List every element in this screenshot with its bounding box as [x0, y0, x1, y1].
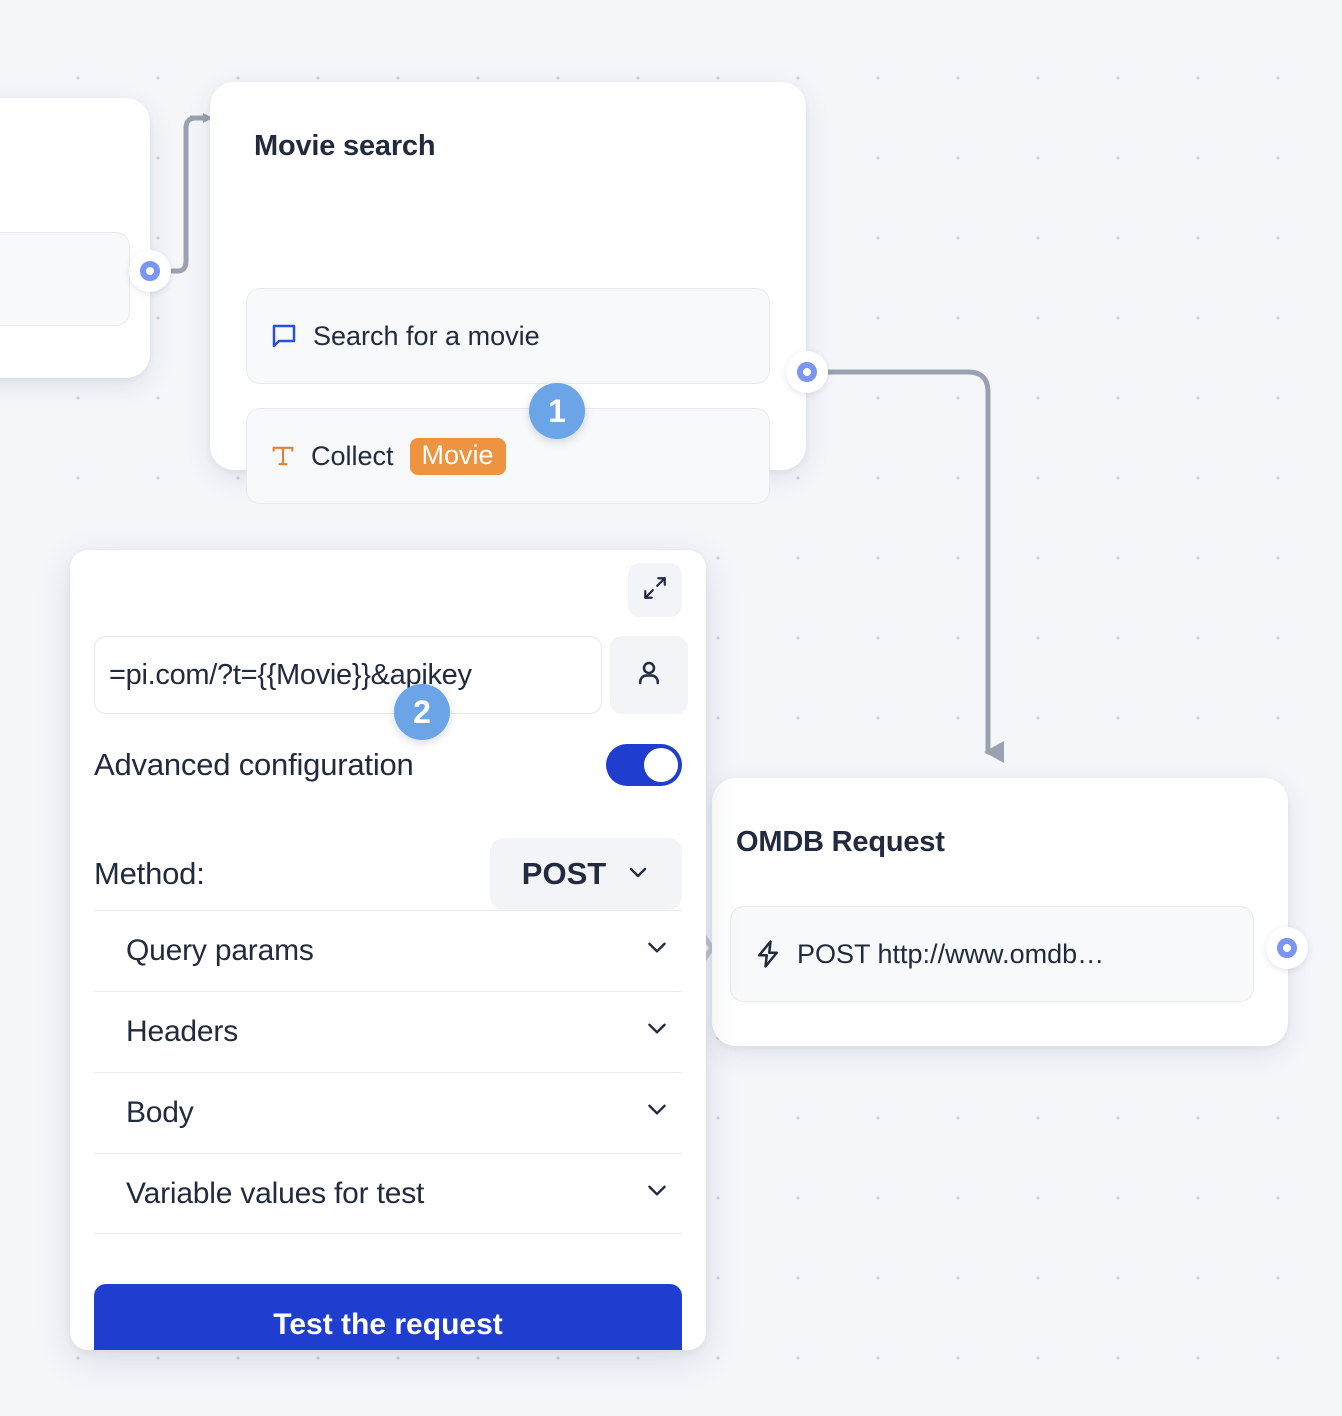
section-label: Headers: [126, 1015, 238, 1048]
advanced-configuration-row[interactable]: Advanced configuration: [94, 744, 682, 786]
previous-node-card[interactable]: [0, 98, 150, 378]
request-config-panel[interactable]: Advanced configuration Method: POST Quer…: [70, 550, 706, 1350]
variable-chip-movie[interactable]: Movie: [409, 437, 506, 475]
section-label: Body: [126, 1096, 194, 1129]
test-the-request-button[interactable]: Test the request: [94, 1284, 682, 1350]
method-select[interactable]: POST: [490, 838, 682, 910]
connector-dot-omdb-output[interactable]: [1266, 927, 1308, 969]
slot-collect-movie[interactable]: Collect Movie: [246, 408, 770, 504]
chevron-down-icon: [644, 1096, 670, 1130]
step-badge-2: 2: [394, 684, 450, 740]
expand-diagonal-icon: [642, 575, 668, 606]
section-query-params[interactable]: Query params: [94, 910, 682, 991]
method-value: POST: [521, 856, 607, 891]
slot-collect-label: Collect: [311, 440, 394, 471]
slot-omdb-post-request[interactable]: POST http://www.omdb…: [730, 906, 1254, 1002]
section-label: Variable values for test: [126, 1176, 425, 1210]
previous-node-slot[interactable]: [0, 232, 130, 326]
edge-movie-to-omdb: [825, 369, 1004, 763]
method-row: Method: POST: [94, 838, 682, 910]
movie-search-title: Movie search: [254, 130, 436, 162]
section-variable-values-for-test[interactable]: Variable values for test: [94, 1153, 682, 1234]
config-sections-accordion: Query params Headers Body: [94, 910, 682, 1234]
toggle-knob: [644, 748, 678, 782]
slot-search-for-a-movie[interactable]: Search for a movie: [246, 288, 770, 384]
slot-search-label: Search for a movie: [313, 320, 540, 351]
auth-user-button[interactable]: [610, 636, 688, 714]
url-row[interactable]: [94, 636, 688, 714]
expand-panel-button[interactable]: [628, 563, 682, 617]
chevron-down-icon: [644, 1177, 670, 1211]
lightning-bolt-icon: [753, 939, 783, 969]
step-badge-1: 1: [529, 383, 585, 439]
advanced-configuration-label: Advanced configuration: [94, 747, 414, 782]
omdb-request-title: OMDB Request: [736, 826, 945, 858]
text-variable-icon: [269, 442, 297, 470]
movie-search-node[interactable]: Movie search Search for a movie Collect: [210, 82, 806, 504]
section-headers[interactable]: Headers: [94, 991, 682, 1072]
advanced-configuration-toggle[interactable]: [606, 744, 682, 786]
method-label: Method:: [94, 856, 205, 891]
omdb-request-node[interactable]: OMDB Request POST http://www.omdb…: [712, 778, 1288, 1046]
section-body[interactable]: Body: [94, 1072, 682, 1153]
chevron-down-icon: [644, 934, 670, 968]
edge-prev-to-movie: [169, 115, 203, 274]
section-label: Query params: [126, 934, 314, 967]
connector-dot-movie-output[interactable]: [786, 351, 828, 393]
request-url-input[interactable]: [94, 636, 602, 714]
chevron-down-icon: [644, 1015, 670, 1049]
chevron-down-icon: [626, 856, 650, 892]
slot-omdb-label: POST http://www.omdb…: [797, 938, 1105, 969]
message-bubble-icon: [269, 321, 299, 351]
person-icon: [634, 658, 664, 693]
connector-dot-previous-output[interactable]: [129, 250, 171, 292]
